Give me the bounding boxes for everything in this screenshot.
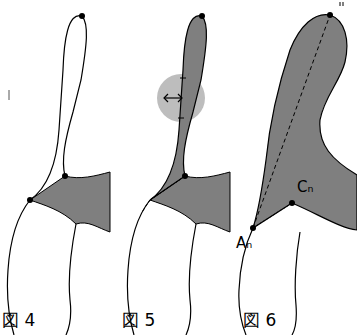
outline	[150, 176, 185, 200]
landmark-dot	[199, 13, 205, 19]
outline	[292, 232, 300, 335]
outline	[253, 15, 357, 230]
landmark-dot	[62, 173, 68, 179]
outline	[164, 97, 182, 98]
tick-mark	[9, 90, 10, 100]
landmark-dot	[79, 13, 85, 19]
outline	[30, 172, 110, 232]
point-label: Cₙ	[297, 180, 313, 195]
tooth-figure	[127, 13, 230, 335]
landmark-dot	[27, 197, 33, 203]
point-label: Aₙ	[236, 236, 252, 251]
tooth-figure	[239, 2, 357, 335]
landmark-dot	[289, 200, 295, 206]
figure-caption: 図 4	[2, 312, 35, 329]
outline	[253, 203, 292, 228]
outline	[150, 16, 206, 200]
outline	[164, 94, 182, 102]
figure-caption: 図 5	[122, 312, 155, 329]
outline	[63, 16, 86, 176]
outline	[150, 172, 230, 232]
figure-caption: 図 6	[243, 312, 276, 329]
tooth-figure	[7, 13, 110, 335]
landmark-dot	[250, 225, 256, 231]
outline	[142, 200, 150, 212]
outline	[186, 224, 196, 335]
outline	[253, 15, 330, 228]
outline	[178, 78, 186, 118]
landmark-dot	[182, 173, 188, 179]
outline	[340, 2, 343, 6]
landmark-dot	[327, 12, 333, 18]
outline	[66, 224, 76, 335]
